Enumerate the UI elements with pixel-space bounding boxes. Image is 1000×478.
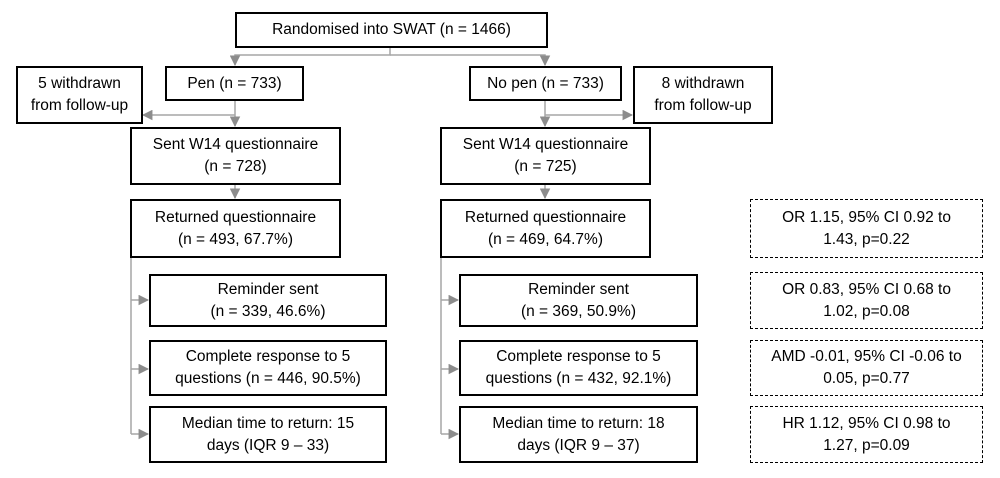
- pen-reminder-line1: Reminder sent: [217, 280, 319, 298]
- nopen-complete-box: Complete response to 5 questions (n = 43…: [459, 340, 698, 396]
- nopen-withdrawn-box: 8 withdrawn from follow-up: [633, 66, 773, 124]
- pen-arm-box: Pen (n = 733): [165, 66, 304, 101]
- stats-returned-box: OR 1.15, 95% CI 0.92 to 1.43, p=0.22: [750, 199, 983, 258]
- pen-sent-line1: Sent W14 questionnaire: [152, 136, 319, 153]
- nopen-reminder-line1: Reminder sent: [528, 280, 629, 298]
- nopen-returned-line2: (n = 469, 64.7%): [487, 230, 604, 248]
- pen-returned-line1: Returned questionnaire: [154, 208, 317, 226]
- stats-reminder-line2: 1.02, p=0.08: [823, 302, 910, 320]
- nopen-withdrawn-line1: 8 withdrawn: [661, 75, 745, 92]
- nopen-withdrawn-line2: from follow-up: [654, 97, 752, 114]
- stats-reminder-box: OR 0.83, 95% CI 0.68 to 1.02, p=0.08: [750, 272, 983, 329]
- stats-returned-line1: OR 1.15, 95% CI 0.92 to: [782, 208, 951, 226]
- pen-withdrawn-line2: from follow-up: [30, 97, 129, 114]
- pen-reminder-box: Reminder sent (n = 339, 46.6%): [149, 274, 387, 327]
- stats-reminder-line1: OR 0.83, 95% CI 0.68 to: [782, 280, 951, 298]
- nopen-complete-line1: Complete response to 5: [496, 348, 661, 365]
- pen-withdrawn-line1: 5 withdrawn: [38, 75, 121, 92]
- nopen-complete-line2: questions (n = 432, 92.1%): [485, 370, 672, 387]
- randomised-box: Randomised into SWAT (n = 1466): [235, 12, 548, 48]
- pen-sent-box: Sent W14 questionnaire (n = 728): [130, 127, 341, 185]
- stats-complete-line2: 0.05, p=0.77: [823, 370, 910, 387]
- pen-complete-line1: Complete response to 5: [185, 348, 351, 365]
- pen-arm-label: Pen (n = 733): [187, 74, 282, 92]
- pen-median-box: Median time to return: 15 days (IQR 9 – …: [149, 406, 387, 463]
- nopen-median-line1: Median time to return: 18: [492, 414, 665, 432]
- nopen-sent-box: Sent W14 questionnaire (n = 725): [440, 127, 651, 185]
- nopen-median-line2: days (IQR 9 – 37): [517, 436, 640, 454]
- stats-median-box: HR 1.12, 95% CI 0.98 to 1.27, p=0.09: [750, 406, 983, 463]
- nopen-median-box: Median time to return: 18 days (IQR 9 – …: [459, 406, 698, 463]
- stats-median-line1: HR 1.12, 95% CI 0.98 to: [782, 414, 951, 432]
- pen-sent-line2: (n = 728): [204, 158, 267, 175]
- pen-returned-line2: (n = 493, 67.7%): [177, 230, 294, 248]
- nopen-reminder-box: Reminder sent (n = 369, 50.9%): [459, 274, 698, 327]
- nopen-sent-line1: Sent W14 questionnaire: [462, 136, 629, 153]
- pen-returned-box: Returned questionnaire (n = 493, 67.7%): [130, 199, 341, 258]
- randomised-label: Randomised into SWAT (n = 1466): [272, 21, 511, 38]
- nopen-returned-box: Returned questionnaire (n = 469, 64.7%): [440, 199, 651, 258]
- pen-withdrawn-box: 5 withdrawn from follow-up: [16, 66, 143, 124]
- pen-reminder-line2: (n = 339, 46.6%): [210, 302, 326, 320]
- nopen-reminder-line2: (n = 369, 50.9%): [520, 302, 637, 320]
- nopen-arm-label: No pen (n = 733): [487, 74, 604, 92]
- pen-median-line1: Median time to return: 15: [181, 414, 355, 432]
- stats-median-line2: 1.27, p=0.09: [823, 436, 910, 454]
- arrow-randomised-to-nopen: [390, 54, 551, 67]
- nopen-sent-line2: (n = 725): [514, 158, 577, 175]
- pen-complete-box: Complete response to 5 questions (n = 44…: [149, 340, 387, 396]
- stats-returned-line2: 1.43, p=0.22: [823, 230, 910, 248]
- arrow-randomised-to-pen: [229, 47, 391, 67]
- stats-complete-line1: AMD -0.01, 95% CI -0.06 to: [771, 348, 962, 365]
- pen-complete-line2: questions (n = 446, 90.5%): [175, 370, 361, 387]
- stats-complete-box: AMD -0.01, 95% CI -0.06 to 0.05, p=0.77: [750, 340, 983, 396]
- nopen-returned-line1: Returned questionnaire: [464, 208, 627, 226]
- pen-median-line2: days (IQR 9 – 33): [206, 436, 330, 454]
- nopen-arm-box: No pen (n = 733): [469, 66, 622, 101]
